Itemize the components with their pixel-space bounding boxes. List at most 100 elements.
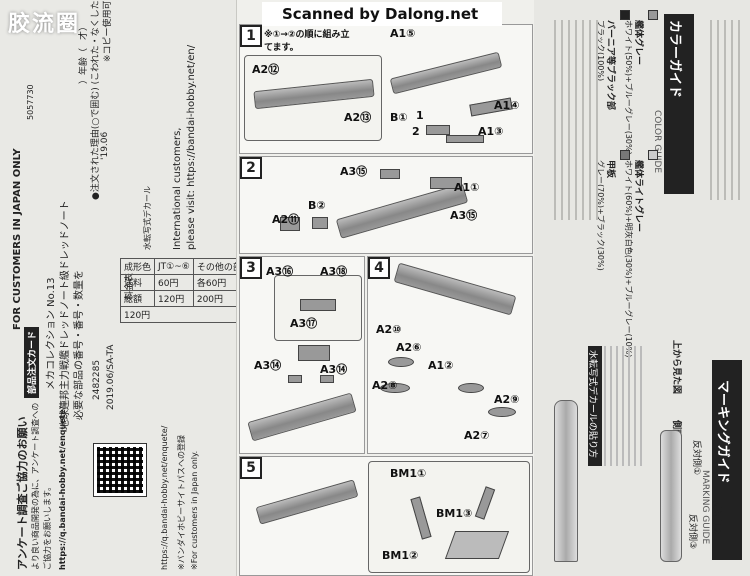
marking-guide-tab: [712, 360, 742, 560]
part-label: A2⑪: [272, 213, 300, 226]
color-item-name: 艦体ライトグレー: [633, 160, 643, 233]
part-label: A3⑱: [320, 265, 348, 278]
assembly-panel: 1 ※①→②の順に組み立てます。 A2⑫ A2⑬ A1⑤ A1④ A1③ B① …: [236, 0, 536, 576]
small-part: [446, 135, 484, 143]
notes-text: [710, 20, 740, 200]
part-label: A1③: [478, 125, 504, 138]
survey-body-2: ご協力をお願いします。: [43, 482, 52, 570]
survey-note-2: ※For customers in Japan only.: [190, 450, 199, 570]
step-number: 5: [240, 457, 262, 479]
marking-guide-en: MARKING GUIDE: [700, 470, 710, 545]
part-label: BM1③: [436, 507, 473, 520]
intl-link[interactable]: please visit: https://bandai-hobby.net/e…: [186, 44, 197, 250]
table-row: 総額 120円 200円: [119, 290, 236, 307]
needed-parts-text: 必要な部品の番号・番号・数量を: [74, 270, 85, 420]
step-2: 2 A3⑮ A1① A3⑮ A2⑪ B②: [239, 156, 533, 254]
swatch: [648, 150, 658, 160]
ship-top-view: [554, 400, 578, 562]
step-number: 2: [240, 157, 262, 179]
upper-hull-part: [389, 51, 503, 95]
opposite-side-label-1: 反対側①: [691, 440, 701, 476]
decal-note: 水転写式デカール: [143, 186, 152, 250]
small-part: [320, 375, 334, 383]
watermark-logo: 胶流圈: [8, 12, 81, 37]
order-card-label: 部品注文カード: [24, 326, 39, 398]
small-part: [380, 169, 400, 179]
color-guide-en: COLOR GUIDE: [652, 110, 662, 174]
survey-note: ※バンダイホビーサイトパスへの登録: [177, 435, 186, 570]
opposite-side-label-3: 反対側②: [711, 500, 721, 536]
swatch: [620, 150, 630, 160]
step-number: 4: [368, 257, 390, 279]
bridge-part: [298, 345, 330, 361]
small-part: [280, 217, 300, 231]
part-label: 2: [412, 125, 420, 138]
ship-side-view: [660, 430, 682, 562]
small-part: [430, 177, 462, 189]
order-card-panel: 胶流圈 FOR CUSTOMERS IN JAPAN ONLY 5057730 …: [0, 0, 236, 576]
part-label: A2⑩: [376, 323, 402, 336]
small-part: [426, 125, 450, 135]
scan-credit: Scanned by Dalong.net: [282, 5, 479, 23]
part-label: 1: [416, 109, 424, 122]
survey-title: アンケート調査ご協力のお願い: [16, 416, 29, 570]
part-label: A1②: [428, 359, 454, 372]
guide-panel: カラーガイド COLOR GUIDE 艦体グレー ホワイト(50%)+ブルーグレ…: [534, 0, 750, 576]
bridge-part: [300, 299, 336, 311]
table-row: 120円: [120, 306, 236, 323]
step-number: 1: [240, 25, 262, 47]
part-label: A3⑯: [266, 265, 294, 278]
date-note: '19.06: [100, 131, 110, 160]
part-label: A3⑮: [340, 165, 368, 178]
age-label: ）年齢（: [79, 47, 89, 84]
intl-line-1: International customers,: [172, 127, 183, 250]
scan-credit-bar: [262, 2, 502, 26]
small-part: [312, 217, 328, 229]
decal-instructions-text: [604, 346, 644, 466]
part-label: A3⑭: [320, 363, 348, 376]
survey-body-1: より良い商品開発の為に、アンケート調査への: [31, 402, 40, 570]
swatch: [620, 10, 630, 20]
jan-code: 2482285: [92, 359, 102, 400]
color-item-name: バーニア等ブラック部: [605, 20, 615, 111]
part-label: B②: [308, 199, 326, 212]
part-label: B①: [390, 111, 408, 124]
step-3: 3 A3⑯ A3⑱ A3⑰ A3⑭ A3⑭: [239, 256, 365, 454]
product-code: 5057730: [26, 84, 35, 120]
hull-assembly: [335, 183, 469, 239]
part-label: A2⑫: [252, 63, 280, 76]
qr-code[interactable]: [93, 443, 147, 497]
part-label: A3⑰: [290, 317, 318, 330]
step-number: 3: [240, 257, 262, 279]
fin-part: [380, 383, 410, 393]
fin-part: [458, 383, 484, 393]
step-1: 1 ※①→②の順に組み立てます。 A2⑫ A2⑬ A1⑤ A1④ A1③ B① …: [239, 24, 533, 154]
completed-ship: [255, 479, 359, 525]
survey-url-left[interactable]: https://q.bandai-hobby.net/enquete/: [58, 406, 67, 570]
table-row: 送料 60円 各60円: [119, 274, 236, 291]
decal-howto-title: 水転写式デカールの貼り方: [587, 350, 597, 459]
part-label: A2⑨: [494, 393, 520, 406]
part-label: A1⑤: [390, 27, 416, 40]
step-note: ※①→②の順に組み立てます。: [264, 30, 350, 53]
color-item-mix: ホワイト(60%)+明灰白色(30%)+ブルーグレー(10%): [624, 160, 633, 358]
color-item-mix: ホワイト(50%)+ブルーグレー(30%): [624, 20, 633, 155]
survey-url-right[interactable]: https://q.bandai-hobby.net/enquete/: [160, 425, 169, 570]
part-label: A3⑮: [450, 209, 478, 222]
opposite-side-label-2: 反対側③: [687, 514, 697, 550]
swatch: [648, 10, 658, 20]
price-table: 成形色 JT①~⑥ その他の部品 送料 60円 各60円 総額 120円 200…: [119, 258, 236, 323]
part-label: A2⑬: [344, 111, 372, 124]
color-guide-tab: [664, 14, 694, 194]
part-label: A3⑭: [254, 359, 282, 372]
hull-assembly: [393, 262, 517, 316]
top-view-label: 上から見た図: [671, 340, 681, 395]
marking-guide-title: マーキングガイド: [715, 380, 730, 484]
part-label: BM1①: [390, 467, 427, 480]
fin-part: [488, 407, 516, 417]
step-4: 4 A2⑩ A2⑥ A2⑧ A1② A2⑨ A2⑦: [367, 256, 533, 454]
part-label: A2⑥: [396, 341, 422, 354]
color-item-name: 艦体グレー: [633, 20, 643, 66]
part-label: A1①: [454, 181, 480, 194]
part-label: A2⑦: [464, 429, 490, 442]
